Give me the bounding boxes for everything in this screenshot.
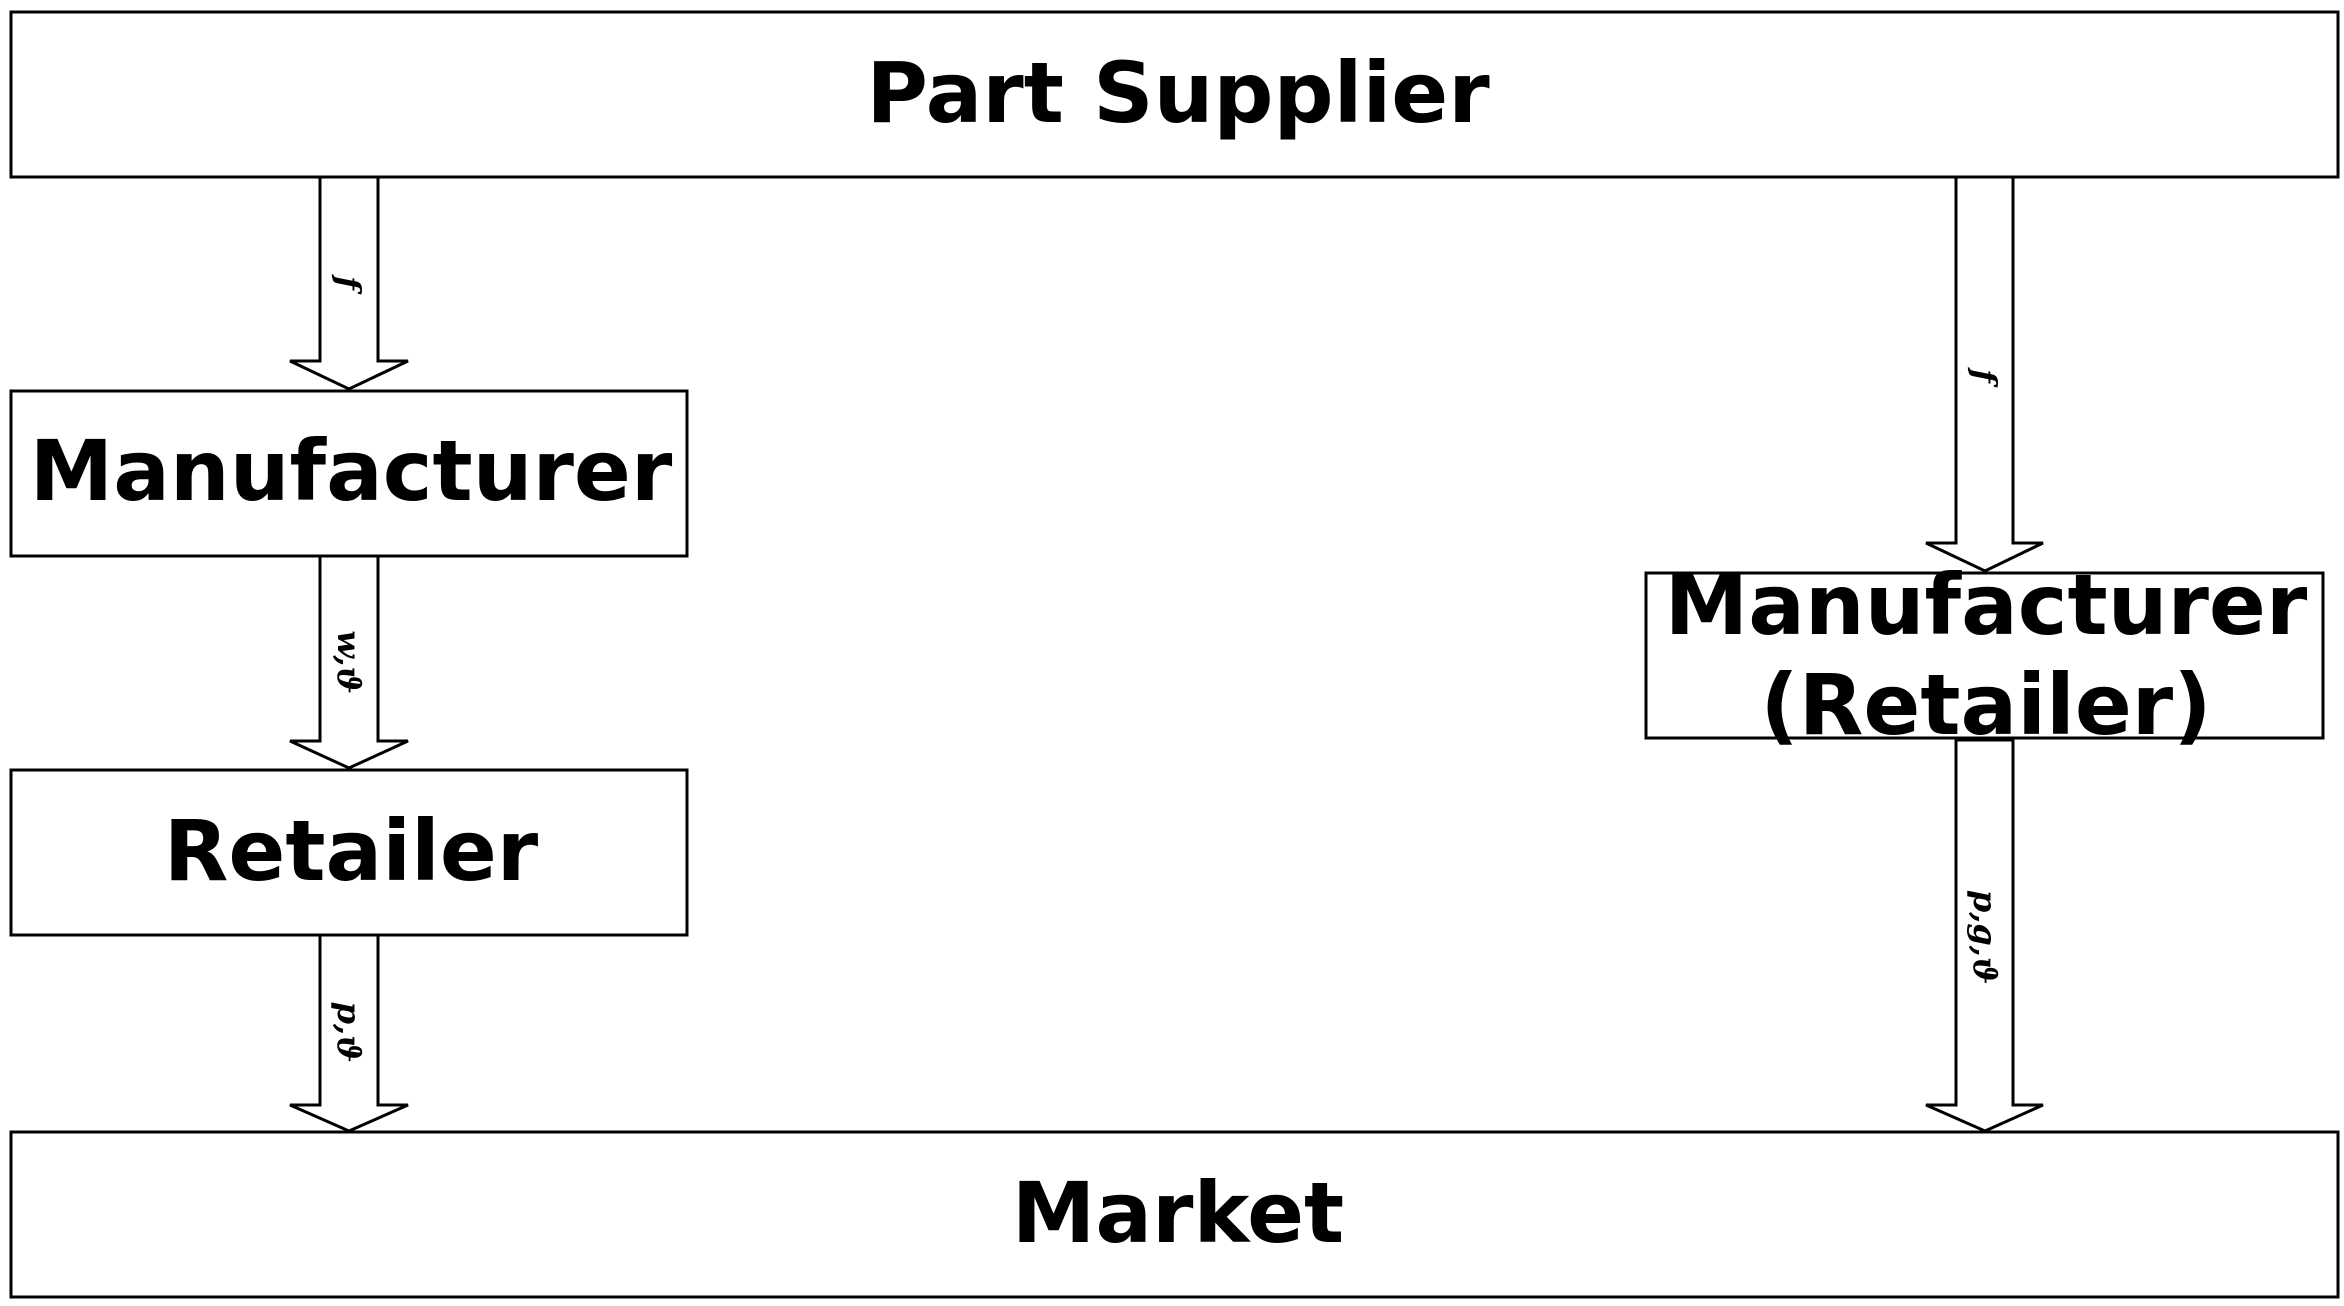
manufacturer-label: Manufacturer <box>30 422 673 520</box>
part-supplier-label: Part Supplier <box>866 44 1490 142</box>
edge-label-p-theta-left: p,ϑ <box>330 1002 368 1063</box>
retailer-label: Retailer <box>164 802 539 900</box>
edge-label-w-theta: w,ϑ <box>330 630 368 693</box>
manufacturer-retailer-node: Manufacturer (Retailer) <box>1644 556 2325 754</box>
arrow-retailer-to-market: p,ϑ <box>289 933 409 1133</box>
arrow-manufacturer-to-retailer: w,ϑ <box>289 554 409 770</box>
arrow-supplier-to-manufacturer: f <box>289 175 409 391</box>
manufacturer-retailer-label-line1: Manufacturer <box>1665 556 2308 654</box>
arrow-supplier-to-integrated: f <box>1925 175 2044 573</box>
retailer-node: Retailer <box>9 768 689 937</box>
arrow-integrated-to-market: p,g,ϑ <box>1925 738 2044 1133</box>
market-node: Market <box>9 1130 2340 1299</box>
manufacturer-retailer-label-line2: (Retailer) <box>1760 656 2211 754</box>
manufacturer-node: Manufacturer <box>9 389 689 558</box>
market-label: Market <box>1012 1164 1344 1262</box>
part-supplier-node: Part Supplier <box>9 10 2340 179</box>
edge-label-f-left: f <box>330 274 368 295</box>
edge-label-p-g-theta: p,g,ϑ <box>1966 890 2004 984</box>
edge-label-f-right: f <box>1966 367 2004 388</box>
